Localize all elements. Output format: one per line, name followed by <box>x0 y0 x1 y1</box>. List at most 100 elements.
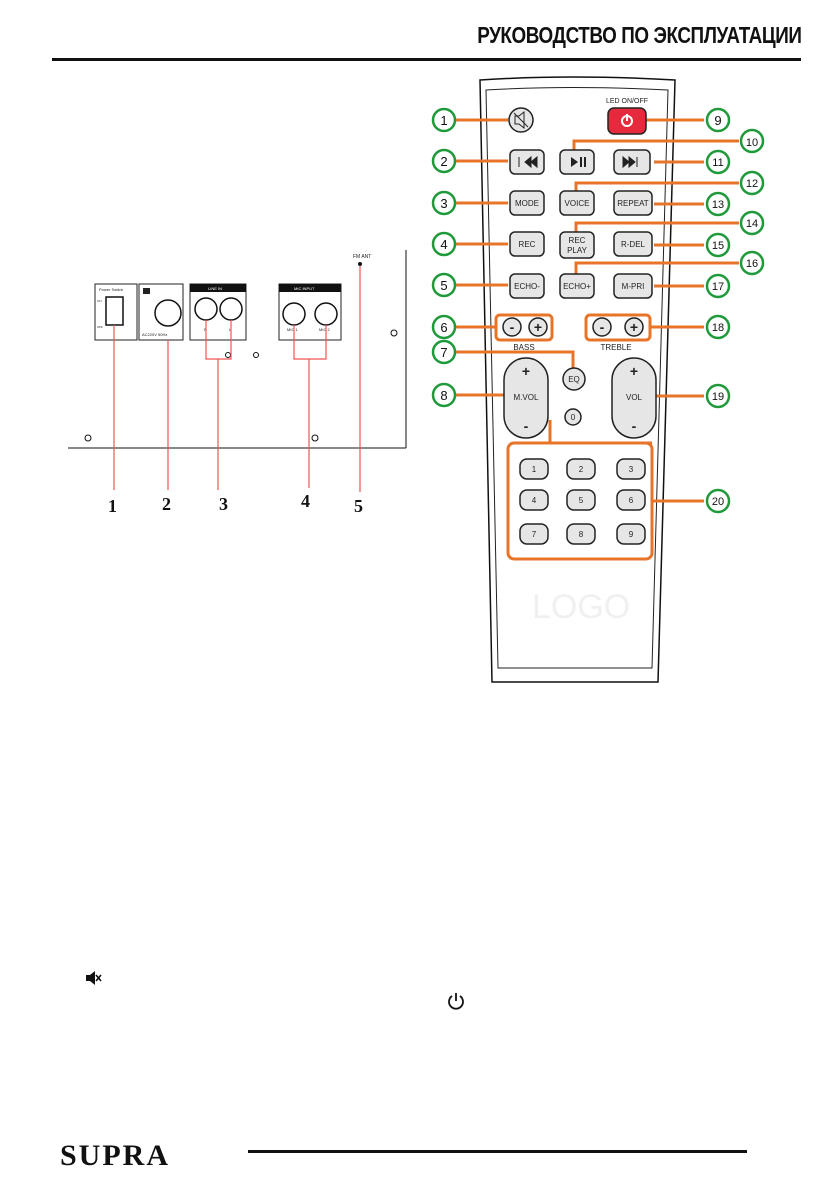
rec-play-label-1: REC <box>569 236 586 245</box>
digit-8-label: 8 <box>579 530 584 539</box>
digit-2-button[interactable] <box>566 458 596 480</box>
line-in-r-jack <box>194 297 218 321</box>
digit-9-button[interactable] <box>616 523 646 545</box>
callout-lines <box>456 118 739 503</box>
digit-5-label: 5 <box>579 496 584 505</box>
callout-4-label: 4 <box>440 237 447 252</box>
mode-button[interactable] <box>509 190 545 216</box>
callout-6 <box>431 314 457 340</box>
callout-19-label: 19 <box>712 391 724 403</box>
callout-17-label: 17 <box>712 281 724 293</box>
power-off-text: OFF <box>97 325 103 329</box>
callout-20-label: 20 <box>712 496 724 508</box>
next-icon <box>622 155 638 169</box>
power-on-text: ON <box>97 299 102 303</box>
callout-10-label: 10 <box>746 137 758 149</box>
callout-18-label: 18 <box>712 322 724 334</box>
mic-volume-rocker[interactable] <box>503 357 549 439</box>
digit-1-label: 1 <box>532 465 537 474</box>
digit-4-label: 4 <box>532 496 537 505</box>
callout-14 <box>739 210 765 236</box>
mic2-text: MIC 2 <box>319 327 330 332</box>
mic-vol-label: M.VOL <box>514 393 539 402</box>
callout-7 <box>431 339 457 365</box>
treble-minus-button[interactable] <box>592 317 612 337</box>
callout-15 <box>705 232 731 258</box>
rear-panel-diagram: Power Switch ON OFF AC220V 50Hz LINE IN … <box>68 250 407 516</box>
digit-3-button[interactable] <box>616 458 646 480</box>
digit-2-label: 2 <box>579 465 584 474</box>
fm-ant-text: FM ANT <box>353 254 371 260</box>
treble-minus-sign: - <box>600 319 605 335</box>
mic1-text: MIC 1 <box>287 327 298 332</box>
line-in-header <box>190 284 246 292</box>
callout-1 <box>431 107 457 133</box>
leader-lines <box>113 266 361 492</box>
led-label: LED ON/OFF <box>606 98 648 105</box>
callout-13-label: 13 <box>712 199 724 211</box>
volume-rocker[interactable] <box>611 357 657 439</box>
digit-7-button[interactable] <box>519 523 549 545</box>
repeat-button[interactable] <box>613 190 653 216</box>
line-in-l-jack <box>219 297 243 321</box>
callout-14-label: 14 <box>746 218 758 230</box>
logo-watermark: LOGO <box>532 588 630 626</box>
callout-12 <box>739 170 765 196</box>
callout-8 <box>431 382 457 408</box>
power-switch <box>105 296 124 326</box>
bass-box <box>494 313 554 342</box>
rec-label: REC <box>519 240 536 249</box>
screw-hole <box>84 434 92 442</box>
bass-plus-button[interactable] <box>528 317 548 337</box>
treble-plus-button[interactable] <box>624 317 644 337</box>
bass-label: BASS <box>513 343 534 352</box>
digit-5-button[interactable] <box>566 489 596 511</box>
footer-divider <box>248 1150 747 1153</box>
callout-13 <box>705 191 731 217</box>
panel-label-2: 2 <box>162 494 171 514</box>
digit-1-button[interactable] <box>519 458 549 480</box>
bass-minus-button[interactable] <box>502 317 522 337</box>
callout-18 <box>705 314 731 340</box>
digit-6-button[interactable] <box>616 489 646 511</box>
mic1-jack <box>282 302 306 326</box>
panel-label-4: 4 <box>301 491 310 511</box>
mic-vol-plus: + <box>522 363 530 379</box>
fm-ant-terminal <box>358 262 362 266</box>
rec-button[interactable] <box>509 231 545 257</box>
panel-label-3: 3 <box>219 494 228 514</box>
page-title: РУКОВОДСТВО ПО ЭКСПЛУАТАЦИИ <box>476 22 802 48</box>
voice-button[interactable] <box>559 190 595 216</box>
number-pad-box <box>506 441 654 561</box>
mic-input-header <box>279 284 341 292</box>
eq-button[interactable] <box>562 367 586 391</box>
callout-6-label: 6 <box>440 320 447 335</box>
treble-box <box>584 313 652 342</box>
echo-minus-button[interactable] <box>509 273 545 299</box>
remote-control-diagram: LOGO LED ON/OFF <box>431 76 765 683</box>
callout-20 <box>705 488 731 514</box>
echo-plus-label: ECHO+ <box>563 282 591 291</box>
voice-label: VOICE <box>565 199 590 208</box>
line-in-text: LINE IN <box>208 286 222 291</box>
panel-label-5: 5 <box>354 496 363 516</box>
digit-4-button[interactable] <box>519 489 549 511</box>
ac-power-text: AC220V 50Hz <box>142 332 167 337</box>
echo-plus-button[interactable] <box>559 273 595 299</box>
m-pri-button[interactable] <box>613 273 653 299</box>
digit-9-label: 9 <box>629 530 634 539</box>
digit-0-button[interactable] <box>564 408 582 426</box>
rec-play-button[interactable] <box>559 231 595 259</box>
callout-11 <box>705 149 731 175</box>
mode-label: MODE <box>515 199 539 208</box>
mic2-jack <box>314 302 338 326</box>
bass-plus-sign: + <box>534 319 542 335</box>
m-pri-label: M-PRI <box>622 282 645 291</box>
callout-12-label: 12 <box>746 178 758 190</box>
digit-8-button[interactable] <box>566 523 596 545</box>
prev-icon <box>518 155 538 169</box>
r-del-button[interactable] <box>613 231 653 257</box>
screw-hole <box>311 434 319 442</box>
callout-16 <box>739 250 765 276</box>
mic-vol-minus: - <box>524 418 529 434</box>
